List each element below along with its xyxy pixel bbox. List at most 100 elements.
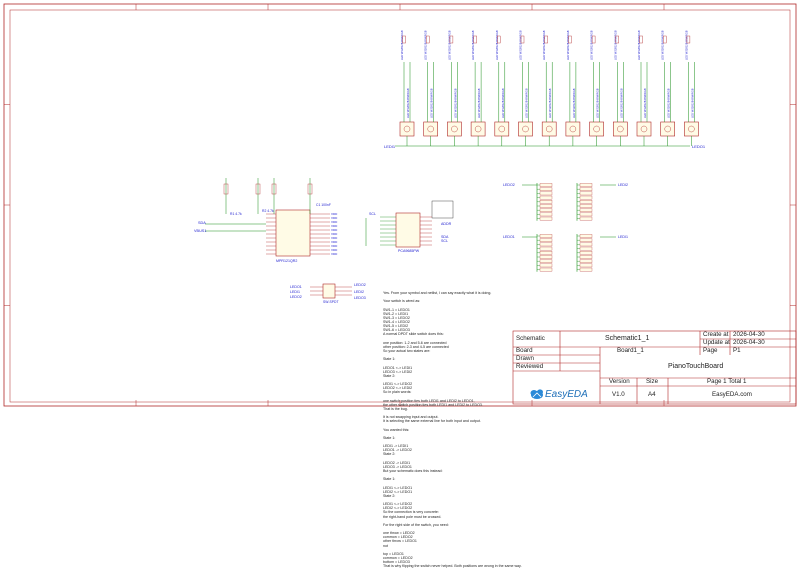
- note-line: common = LEDO2: [383, 535, 413, 540]
- touch-ic-label: MPR121QR2: [276, 259, 297, 263]
- led-driver-body[interactable]: [395, 212, 421, 248]
- header-pin: [539, 212, 553, 217]
- led-chain-left-label: LEDI1: [384, 144, 396, 149]
- page-label: Page: [703, 347, 718, 354]
- led-part-label: LED WS2812B-B/W/RGB: [447, 30, 451, 60]
- led-marker: [403, 125, 411, 133]
- note-line: State 2:: [383, 452, 396, 457]
- led-cap-marker: [520, 35, 525, 44]
- note-line: SW1-1 = LEDO1: [383, 307, 410, 312]
- sw-left-ledi1: LEDI1: [290, 290, 300, 294]
- header-pin: [539, 251, 553, 255]
- note-line: bottom = LEDO3: [383, 560, 410, 565]
- note-line: But your schematic does this instead:: [383, 469, 443, 474]
- sda-net-label: SDA: [198, 221, 206, 225]
- led-marker: [546, 125, 553, 133]
- led-ref-label: LED WS2812B-B/W/RGB: [548, 88, 552, 118]
- led-marker: [664, 125, 671, 133]
- led-part-label: LED WS2812B-B/W/RGB: [424, 30, 428, 60]
- header-pin: [539, 238, 553, 242]
- led-driver-block[interactable]: PCA9685PW ADDR SCL SDA SCL: [365, 200, 454, 253]
- header-pin: [539, 187, 553, 191]
- connector-headers[interactable]: [522, 183, 616, 272]
- note-line: top = LEDO1: [383, 551, 404, 556]
- switch-body[interactable]: [322, 283, 336, 299]
- touch-net-label: VDD: [331, 252, 338, 256]
- touch-pullup-resistor: [271, 183, 277, 195]
- switch-block[interactable]: SW-SPDT LEDO1 LEDI1 LEDO2 LEDO2 LEDI2 LE…: [290, 283, 366, 304]
- create-date: 2026-04-30: [733, 331, 765, 338]
- led-driver-info-box: [431, 200, 454, 219]
- touch-pullup-resistor: [255, 183, 261, 195]
- note-line: SW1-2 = LEDI1: [383, 311, 409, 316]
- touch-net-label: VDD: [331, 228, 338, 232]
- note-line: SW1-6 = LEDO3: [383, 328, 410, 333]
- led-ref-label: LED WS2812B-B/W/RGB: [643, 88, 647, 118]
- note-line: LEDI1 <-> LEDO1: [383, 485, 413, 490]
- note-line: That is the bug.: [383, 406, 408, 411]
- led-marker: [593, 125, 600, 133]
- led-body: [612, 121, 628, 137]
- note-line: So in plain words:: [383, 390, 412, 395]
- note-line: LEDI2 <-> LEDO1: [383, 489, 413, 494]
- led-ref-label: LED WS2812B-B/W/RGB: [406, 88, 410, 118]
- header-pin: [539, 191, 553, 196]
- sw-right-ledo2: LEDO2: [354, 283, 366, 287]
- site-link[interactable]: EasyEDA.com: [712, 391, 752, 398]
- led-part-label: LED WS2812B-B/W/RGB: [684, 30, 688, 60]
- r1-label: R1 4.7k: [230, 212, 242, 216]
- sw-right-ledo3: LEDO3: [354, 296, 366, 300]
- led-body: [636, 121, 652, 137]
- led-marker: [617, 125, 624, 133]
- led-ref-label: LED WS2812B-B/W/RGB: [501, 88, 505, 118]
- led-cap-marker: [663, 35, 667, 44]
- sw-left-ledo1: LEDO1: [290, 285, 302, 289]
- header-pin: [579, 200, 593, 204]
- note-line: other throw = LEDO1: [383, 539, 417, 544]
- note-line: You wanted this:: [383, 427, 410, 432]
- touch-pullup-resistor: [223, 183, 229, 195]
- hdr-ledi1-label: LEDI1: [618, 235, 628, 239]
- led-body: [684, 121, 699, 137]
- led-part-label: LED WS2812B-B/W/RGB: [519, 30, 523, 60]
- led-body: [399, 121, 415, 137]
- update-label: Update at: [703, 339, 730, 346]
- led-ref-label: LED WS2812B-B/W/RGB: [596, 88, 600, 118]
- schematic-notes: Yes. From your symbol and netlist, I can…: [383, 291, 522, 568]
- note-line: LEDO2 -> LEDI1: [383, 460, 411, 465]
- size-value: A4: [648, 391, 656, 398]
- touch-net-label: VDD: [331, 236, 338, 240]
- header-pin: [539, 242, 553, 247]
- touch-net-label: VDD: [331, 232, 338, 236]
- led-body: [541, 121, 557, 137]
- header-pin: [539, 208, 553, 212]
- touch-ic-block[interactable]: MPR121QR2 VDDVDDVDDVDDVDDVDDVDDVDDVDDVDD…: [194, 178, 338, 263]
- note-line: not: [383, 543, 388, 548]
- touch-ic-body[interactable]: [275, 209, 311, 257]
- page-of: Page 1 Total 1: [707, 378, 747, 385]
- header-pin: [539, 263, 553, 268]
- note-line: the other switch position ties both LEDI…: [383, 402, 483, 407]
- led-cap-marker: [402, 35, 406, 44]
- note-line: Yes. From your symbol and netlist, I can…: [383, 291, 492, 295]
- led-driver-label: PCA9685PW: [398, 249, 420, 253]
- led-chain[interactable]: LED WS2812B-B/W/RGB LED WS2812B-B/W/RGB LE…: [395, 30, 699, 147]
- led-marker: [474, 125, 482, 133]
- touch-pullup-resistor: [307, 183, 313, 195]
- header-pin: [579, 212, 593, 217]
- version-label: Version: [609, 378, 630, 385]
- hdr-ledi2-label: LEDI2: [618, 183, 628, 187]
- led-cap-marker: [426, 35, 430, 44]
- c1-label: C1 100nF: [316, 203, 331, 207]
- note-line: LEDI2 <-> LEDO2: [383, 506, 413, 511]
- note-line: other position: 2-3 and 4-5 are connecte…: [383, 344, 449, 349]
- header-pin: [539, 259, 553, 263]
- led-ref-label: LED WS2812B-B/W/RGB: [619, 88, 623, 118]
- note-line: LEDI1 -> LEDI1: [383, 444, 409, 449]
- switch-pins: [310, 286, 352, 296]
- r2-label: R2 4.7k: [262, 209, 274, 213]
- note-line: LEDO3 -> LEDO1: [383, 464, 412, 469]
- led-ref-label: LED WS2812B-B/W/RGB: [667, 88, 671, 118]
